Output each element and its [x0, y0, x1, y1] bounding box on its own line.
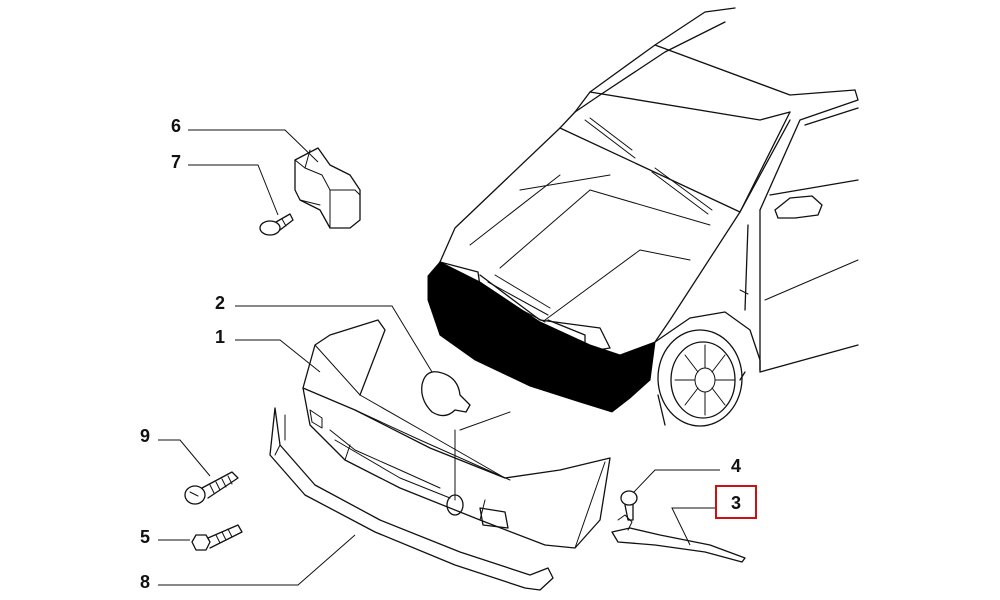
- callout-6: 6: [171, 116, 181, 136]
- car-illustration: [427, 7, 859, 427]
- part-2-cover[interactable]: [421, 371, 511, 516]
- part-7-clip[interactable]: [259, 213, 294, 236]
- part-9-screw[interactable]: [184, 471, 239, 505]
- part-3-strip[interactable]: [611, 514, 746, 563]
- callout-5: 5: [140, 527, 150, 547]
- callout-3: 3: [731, 493, 741, 513]
- part-6-bracket[interactable]: [294, 147, 361, 229]
- callout-4: 4: [731, 456, 741, 476]
- callout-7: 7: [171, 152, 181, 172]
- callout-8: 8: [140, 572, 150, 592]
- part-1-bumper[interactable]: [302, 319, 611, 549]
- callout-1: 1: [215, 327, 225, 347]
- callout-labels: 6 7 2 1 9 5 8 4 3: [140, 116, 757, 592]
- part-8-spoiler[interactable]: [269, 407, 554, 591]
- callout-2: 2: [215, 293, 225, 313]
- part-5-bolt[interactable]: [191, 524, 243, 551]
- callout-9: 9: [140, 426, 150, 446]
- leader-lines: [158, 129, 720, 586]
- highlight-box: [715, 485, 757, 519]
